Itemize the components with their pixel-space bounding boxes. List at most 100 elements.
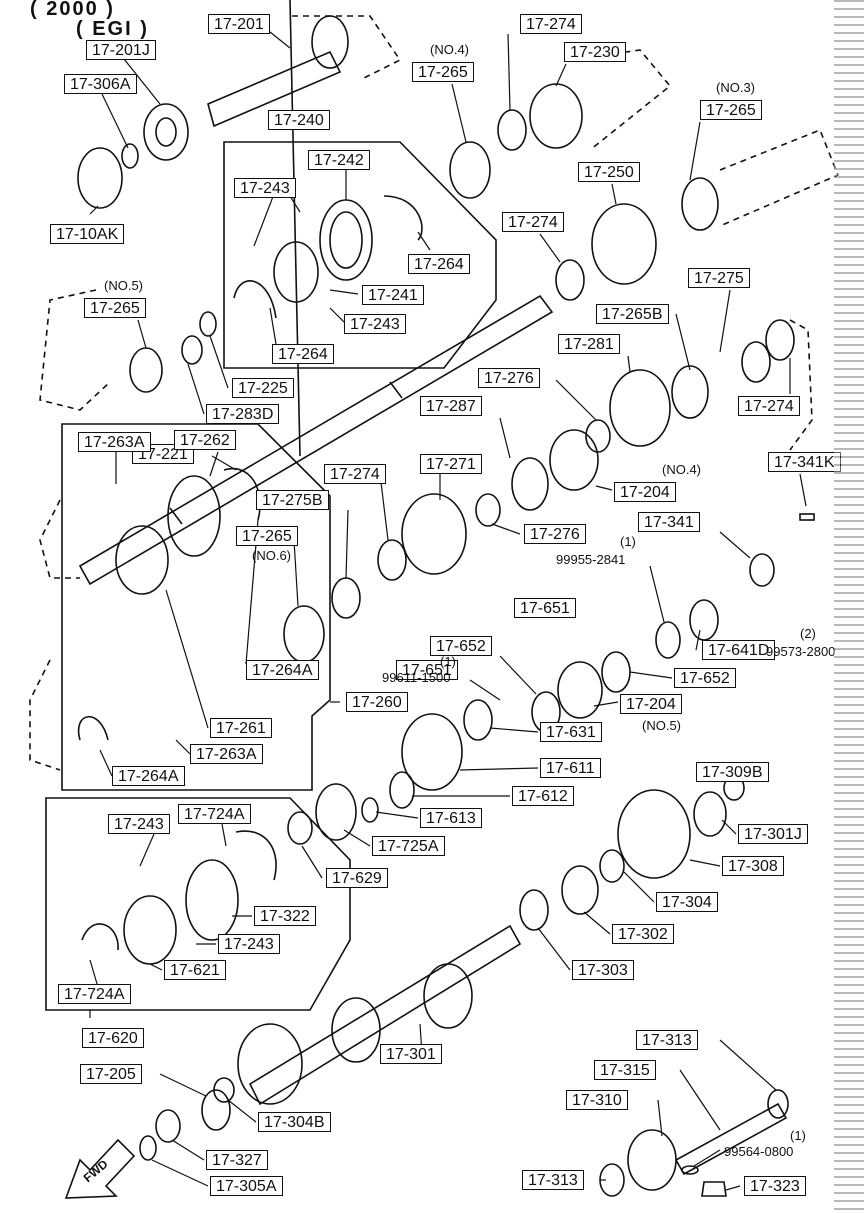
ring-17-305A bbox=[139, 1135, 157, 1161]
part-callout: 17-264A bbox=[246, 660, 319, 680]
gear-17-301c bbox=[237, 1023, 303, 1105]
part-callout: 17-621 bbox=[164, 960, 226, 980]
ring-17-287 bbox=[511, 457, 549, 511]
washer-17-313 bbox=[767, 1089, 789, 1119]
ring-17-265B bbox=[671, 365, 709, 419]
part-note: (NO.5) bbox=[642, 718, 681, 733]
part-callout: 17-341K bbox=[768, 452, 841, 472]
part-callout: 17-276 bbox=[524, 524, 586, 544]
leader-lines bbox=[89, 23, 807, 1191]
bearing-17-306A bbox=[143, 103, 189, 161]
bearing-17-301J bbox=[693, 791, 727, 837]
gear-17-302 bbox=[561, 865, 599, 915]
gear-17-308 bbox=[617, 789, 691, 879]
part-callout: 17-201 bbox=[208, 14, 270, 34]
part-note: 99573-2800 bbox=[766, 644, 836, 659]
header-line-2: ( EGI ) bbox=[76, 18, 149, 40]
part-callout: 17-304 bbox=[656, 892, 718, 912]
part-callout: 17-323 bbox=[744, 1176, 806, 1196]
dashed-outline-17-230 bbox=[569, 49, 672, 151]
hub-17-241 bbox=[273, 241, 319, 303]
part-callout: 17-301J bbox=[738, 824, 808, 844]
nut-17-629 bbox=[287, 811, 313, 845]
scan-edge bbox=[834, 0, 864, 1214]
part-callout: 17-204 bbox=[620, 694, 682, 714]
part-callout: 17-613 bbox=[420, 808, 482, 828]
part-callout: 17-230 bbox=[564, 42, 626, 62]
gear-17-271 bbox=[401, 493, 467, 575]
gear-17-250 bbox=[591, 203, 657, 285]
collar-17-275 bbox=[741, 341, 771, 383]
ring-17-327 bbox=[155, 1109, 181, 1143]
part-note: (1) bbox=[790, 1128, 806, 1143]
part-note: 99611-1500 bbox=[382, 670, 451, 685]
part-callout: 17-322 bbox=[254, 906, 316, 926]
part-callout: 17-263A bbox=[190, 744, 263, 764]
bearing-17-205 bbox=[201, 1089, 231, 1131]
part-note: (2) bbox=[800, 626, 816, 641]
part-callout: 17-725A bbox=[372, 836, 445, 856]
ring-17-265-no6 bbox=[283, 605, 325, 663]
countershaft-17-301 bbox=[248, 924, 522, 1106]
part-note: (1) bbox=[620, 534, 636, 549]
gear-17-310 bbox=[627, 1129, 677, 1191]
part-callout: 17-265 bbox=[412, 62, 474, 82]
part-callout: 17-276 bbox=[478, 368, 540, 388]
part-callout: 17-651 bbox=[514, 598, 576, 618]
hub-17-621 bbox=[123, 895, 177, 965]
part-callout: 17-243 bbox=[344, 314, 406, 334]
ring-17-225 bbox=[199, 311, 217, 337]
part-callout: 17-652 bbox=[430, 636, 492, 656]
part-note: (NO.4) bbox=[430, 42, 469, 57]
gear-17-301a bbox=[423, 963, 473, 1029]
part-note: (NO.6) bbox=[252, 548, 291, 563]
ring-17-651 bbox=[655, 621, 681, 659]
sleeve-17-322 bbox=[185, 859, 239, 941]
hub-17-261 bbox=[115, 525, 169, 595]
part-callout: 17-274 bbox=[324, 464, 386, 484]
part-callout: 17-275B bbox=[256, 490, 329, 510]
spring-17-264A bbox=[223, 467, 261, 521]
part-callout: 17-263A bbox=[78, 432, 151, 452]
bearing-17-274d bbox=[377, 539, 407, 581]
part-callout: 17-315 bbox=[594, 1060, 656, 1080]
dashed-outline-17-260 bbox=[29, 659, 61, 771]
shaft-band bbox=[169, 507, 183, 525]
part-callout: 17-243 bbox=[108, 814, 170, 834]
bearing-17-303 bbox=[519, 889, 549, 931]
shaft-17-315 bbox=[674, 1102, 788, 1176]
bearing-17-274b bbox=[555, 259, 585, 301]
part-callout: 17-308 bbox=[722, 856, 784, 876]
part-callout: 17-204 bbox=[614, 482, 676, 502]
part-callout: 17-631 bbox=[540, 722, 602, 742]
part-callout: 17-305A bbox=[210, 1176, 283, 1196]
spring-17-264Ab bbox=[77, 715, 109, 741]
mainshaft-17-221 bbox=[78, 294, 554, 586]
bearing-17-306A-inner bbox=[155, 117, 177, 147]
ring-17-10AK bbox=[77, 147, 123, 209]
fwd-arrow bbox=[64, 1138, 136, 1199]
part-callout: 17-629 bbox=[326, 868, 388, 888]
part-callout: 17-264 bbox=[272, 344, 334, 364]
ring-17-265-no4 bbox=[449, 141, 491, 199]
spring-17-264 bbox=[383, 195, 423, 241]
part-callout: 17-275 bbox=[688, 268, 750, 288]
part-callout: 17-260 bbox=[346, 692, 408, 712]
ring-17-265-no5 bbox=[129, 347, 163, 393]
part-callout: 17-306A bbox=[64, 74, 137, 94]
part-callout: 17-274 bbox=[738, 396, 800, 416]
group-box-17-620 bbox=[45, 797, 351, 1011]
part-note: (NO.5) bbox=[104, 278, 143, 293]
part-callout: 17-264A bbox=[112, 766, 185, 786]
part-callout: 17-10AK bbox=[50, 224, 125, 244]
part-callout: 17-612 bbox=[512, 786, 574, 806]
dashed-outline-17-265-no3 bbox=[719, 128, 840, 227]
part-callout: 17-304B bbox=[258, 1112, 331, 1132]
part-callout: 17-265 bbox=[700, 100, 762, 120]
part-callout: 17-281 bbox=[558, 334, 620, 354]
part-callout: 17-283D bbox=[206, 404, 280, 424]
part-callout: 17-274 bbox=[502, 212, 564, 232]
bolt-17-323 bbox=[701, 1181, 727, 1197]
